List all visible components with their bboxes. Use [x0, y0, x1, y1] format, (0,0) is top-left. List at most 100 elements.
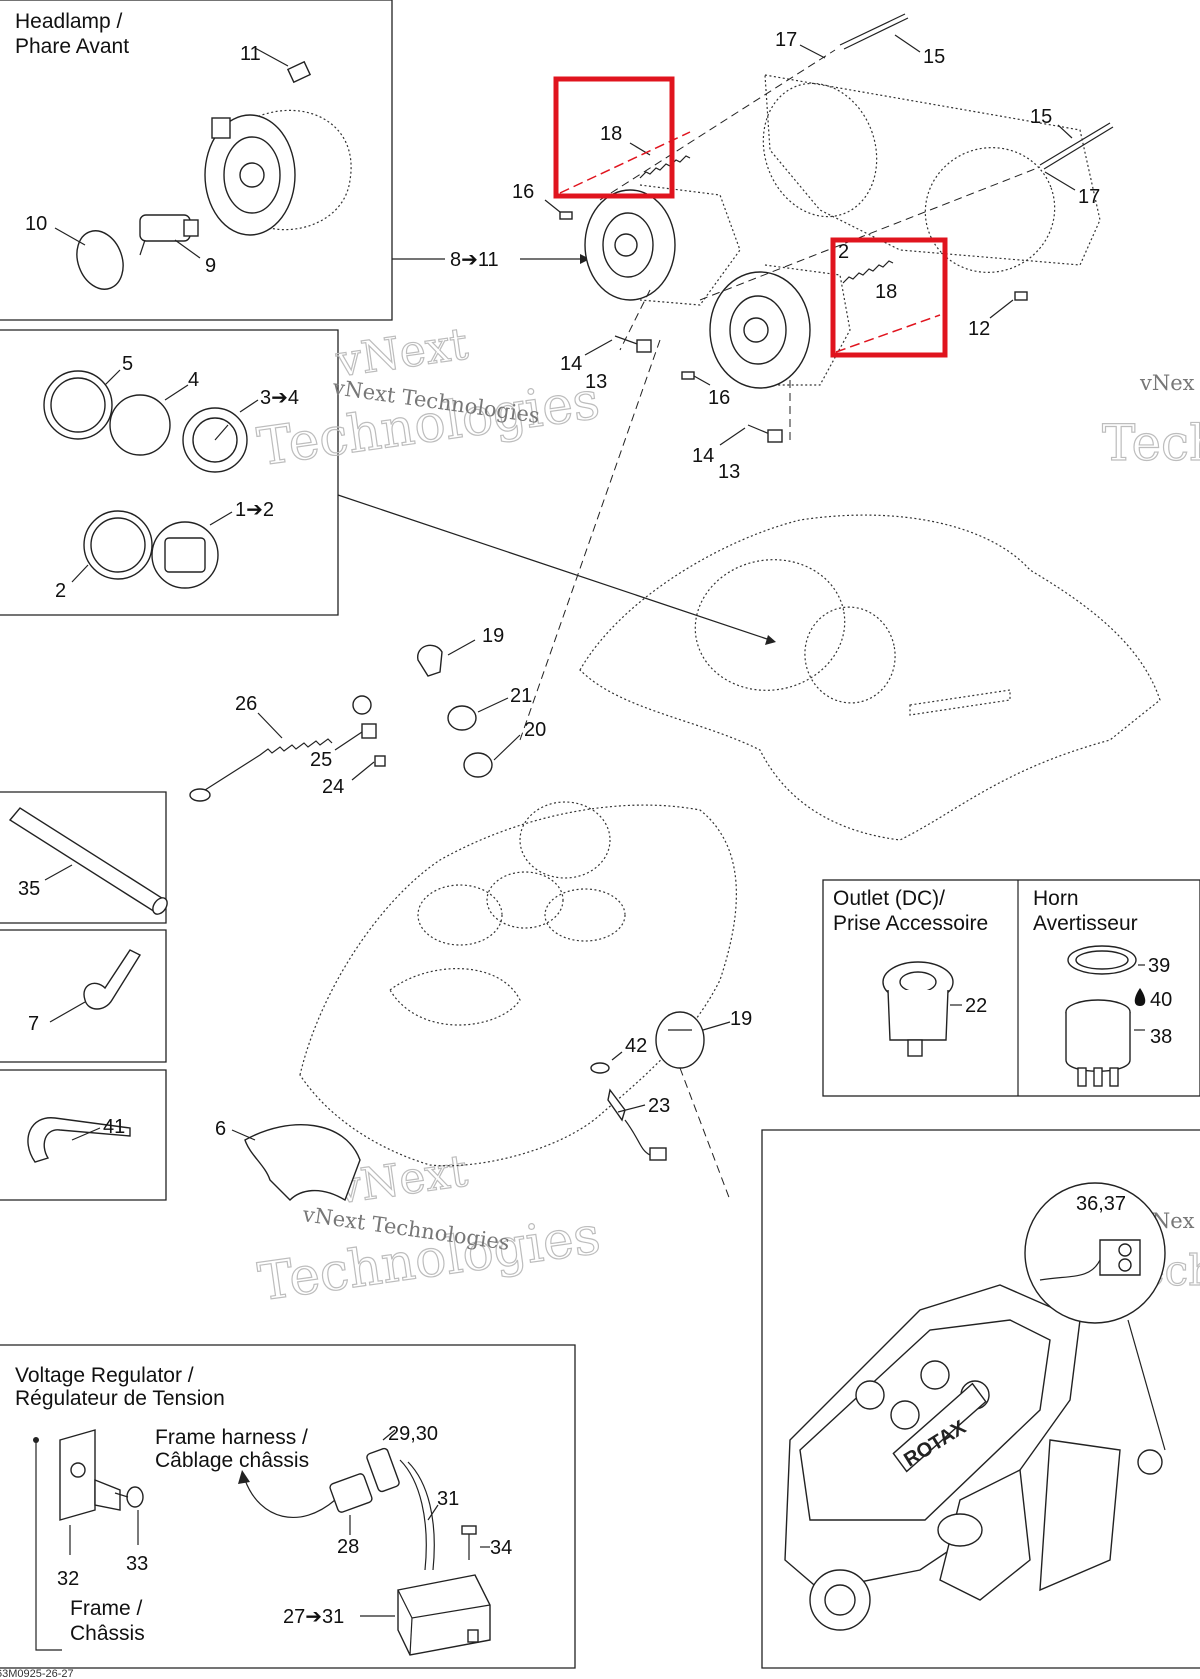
- bezel-5: [43, 370, 113, 440]
- callout-24: 24: [322, 776, 344, 798]
- callout-31: 31: [437, 1488, 459, 1510]
- box-gauges: [0, 329, 339, 616]
- callout-11-top: 11: [240, 43, 261, 65]
- bolt-34: [461, 1525, 477, 1560]
- headlamp-assembly: [204, 60, 352, 236]
- clip-7: [83, 949, 142, 1010]
- connector-28-29: [329, 1447, 400, 1513]
- horn-38: [1065, 999, 1131, 1087]
- frame-harness-title-2: Câblage châssis: [155, 1449, 309, 1472]
- callout-28: 28: [337, 1536, 359, 1558]
- callout-35: 35: [18, 878, 40, 900]
- callout-13b: 13: [718, 461, 740, 483]
- headlamp-housing: [762, 74, 1101, 273]
- callout-9: 9: [205, 255, 216, 277]
- oil-drop-icon: [1134, 988, 1146, 1006]
- bulb-9: [139, 214, 199, 256]
- callout-36-37: 36,37: [1076, 1193, 1126, 1215]
- tie-41: [27, 1117, 131, 1163]
- box-engine: [761, 1129, 1200, 1669]
- ring-39: [1067, 945, 1137, 975]
- tether-26: [189, 695, 372, 802]
- regulator-27: [397, 1574, 491, 1656]
- headlamp-left: [584, 184, 741, 306]
- frame-harness-title-1: Frame harness /: [155, 1426, 308, 1449]
- frame-title-2: Châssis: [70, 1622, 145, 1645]
- box-part-41: [0, 1069, 167, 1201]
- callout-39: 39: [1148, 955, 1170, 977]
- box-part-7: [0, 929, 167, 1063]
- engine: ROTAX: [784, 1284, 1121, 1631]
- gauge-3: [182, 407, 248, 473]
- headlamp-title-1: Headlamp /: [15, 10, 123, 33]
- horn-title-2: Avertisseur: [1033, 912, 1138, 935]
- screw-14b: [747, 424, 783, 443]
- box-headlamp: [0, 0, 393, 321]
- upper-cowl: [579, 514, 1161, 841]
- callout-29-30: 29,30: [388, 1423, 438, 1445]
- bezel-2: [83, 510, 153, 580]
- callout-16b: 16: [708, 387, 730, 409]
- callout-18b: 18: [875, 281, 897, 303]
- callout-20: 20: [524, 719, 546, 741]
- deflector-6: [244, 1124, 361, 1202]
- callout-8-11: 8➔11: [450, 249, 499, 271]
- callout-10: 10: [25, 213, 47, 235]
- headlamp-right: [709, 264, 851, 389]
- screw-14a: [614, 335, 652, 353]
- outlet-title-2: Prise Accessoire: [833, 912, 988, 935]
- callout-38: 38: [1150, 1026, 1172, 1048]
- lower-console: [299, 801, 737, 1167]
- key-19a: [417, 644, 443, 677]
- callout-25: 25: [310, 749, 332, 771]
- callout-14a: 14: [560, 353, 582, 375]
- frame-title-1: Frame /: [70, 1597, 143, 1620]
- callout-17b: 17: [1078, 186, 1100, 208]
- highlight-18a: [553, 76, 675, 199]
- box-part-35: [0, 791, 167, 924]
- detail-circle-36-37: [1024, 1182, 1166, 1475]
- voltage-title-2: Régulateur de Tension: [15, 1387, 225, 1410]
- callout-1-2: 1➔2: [235, 499, 274, 521]
- callout-12: 12: [968, 318, 990, 340]
- callout-4: 4: [188, 369, 199, 391]
- callout-5: 5: [122, 353, 133, 375]
- outlet-22: [882, 961, 954, 1057]
- callout-7: 7: [28, 1013, 39, 1035]
- sensor-23: [607, 1088, 667, 1161]
- outlet-title-1: Outlet (DC)/: [833, 887, 945, 910]
- callout-16a: 16: [512, 181, 534, 203]
- box-voltage: [0, 1344, 576, 1669]
- watermark-right-top: vNex: [1139, 371, 1195, 395]
- ignition-switch-19b: [655, 1011, 705, 1069]
- watermark-top-line2: Technologies: [254, 371, 603, 478]
- callout-19a: 19: [482, 625, 504, 647]
- callout-41: 41: [103, 1116, 125, 1138]
- footer-code: 63M0925-26-27: [0, 1668, 74, 1679]
- callout-40: 40: [1150, 989, 1172, 1011]
- callout-26: 26: [235, 693, 257, 715]
- callout-17a: 17: [775, 29, 797, 51]
- callout-15a: 15: [923, 46, 945, 68]
- bolt-33: [114, 1486, 144, 1508]
- callout-22: 22: [965, 995, 987, 1017]
- callout-27-31: 27➔31: [283, 1606, 344, 1628]
- retainer-10: [76, 230, 124, 290]
- display-1: [151, 521, 219, 589]
- voltage-title-1: Voltage Regulator /: [15, 1364, 194, 1387]
- wires-31: [399, 1459, 435, 1571]
- callout-19b: 19: [730, 1008, 752, 1030]
- headlamp-title-2: Phare Avant: [15, 35, 129, 58]
- callout-23: 23: [648, 1095, 670, 1117]
- lens-4: [109, 394, 171, 456]
- callout-2-small: 2: [55, 580, 66, 602]
- callout-3-4: 3➔4: [260, 387, 299, 409]
- callout-32: 32: [57, 1568, 79, 1590]
- callout-2-mid: 2: [838, 241, 849, 263]
- spring-18a: [639, 155, 691, 179]
- callout-13a: 13: [585, 371, 607, 393]
- horn-title-1: Horn: [1033, 887, 1079, 910]
- callout-15b: 15: [1030, 106, 1052, 128]
